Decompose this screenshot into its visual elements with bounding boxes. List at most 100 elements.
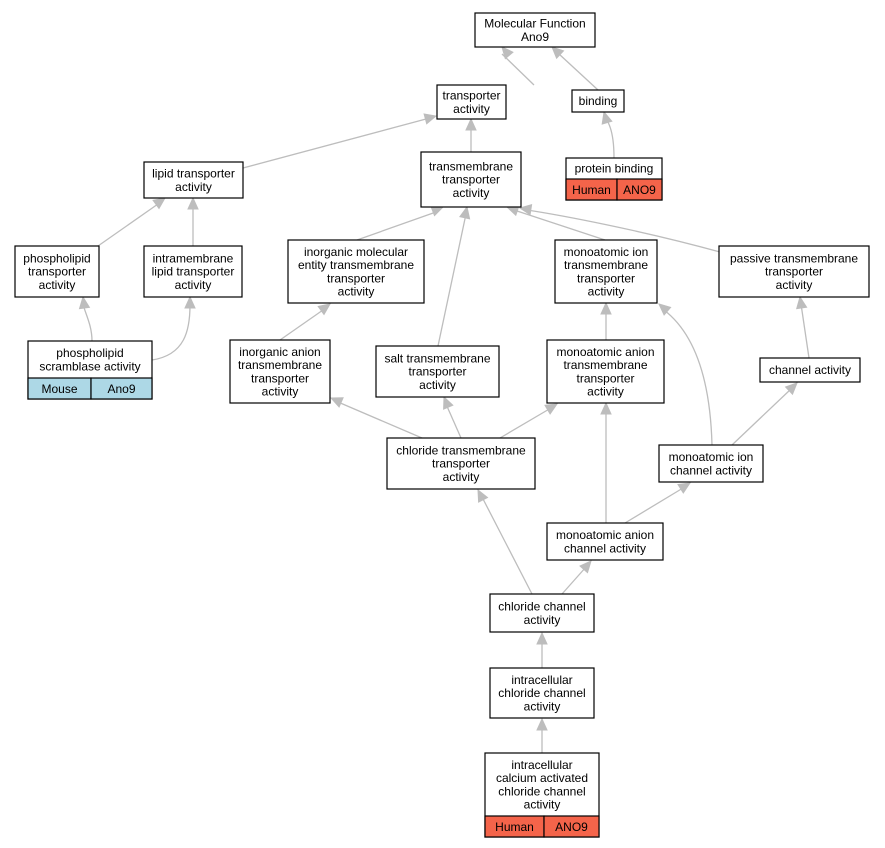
node-box	[658, 444, 764, 483]
node-channel-activity[interactable]: channel activity	[759, 357, 861, 383]
node-label-line: activity	[524, 798, 561, 812]
gene-badge: Ano9	[107, 382, 135, 396]
node-label-line: protein binding	[575, 162, 654, 176]
node-box	[14, 245, 100, 298]
arrowhead-7	[430, 205, 445, 217]
edge-24	[561, 566, 587, 595]
node-monoatomic-ion-tm[interactable]: monoatomic iontransmembranetransporterac…	[554, 239, 658, 304]
node-label-line: Ano9	[521, 30, 549, 44]
node-label-line: transmembrane	[429, 159, 513, 173]
node-box	[436, 84, 507, 120]
arrowhead-26	[536, 717, 548, 731]
arrowhead-25	[536, 631, 548, 645]
node-binding[interactable]: binding	[571, 89, 625, 113]
node-label-line: lipid transporter	[152, 265, 235, 279]
node-label-line: activity	[443, 470, 480, 484]
edge-12	[279, 309, 324, 341]
gene-badge: ANO9	[623, 183, 656, 197]
node-label-line: chloride channel	[498, 686, 585, 700]
arrowhead-23	[477, 488, 489, 503]
node-box	[489, 593, 595, 633]
species-badge: Human	[495, 820, 534, 834]
node-label-line: transporter	[442, 89, 500, 103]
edge-23	[481, 496, 533, 595]
arrowhead-4	[423, 113, 438, 125]
node-label-line: scramblase activity	[39, 359, 140, 373]
node-label-line: phospholipid	[23, 251, 90, 265]
arrowhead-15	[796, 295, 808, 310]
node-label-line: intramembrane	[153, 251, 234, 265]
arrowhead-17	[329, 397, 344, 408]
node-label-line: channel activity	[769, 363, 851, 377]
node-box	[143, 161, 244, 199]
arrowhead-0	[501, 46, 514, 60]
arrowhead-22	[677, 482, 692, 494]
node-label-line: transmembrane	[563, 358, 647, 372]
node-label-line: chloride channel	[498, 600, 585, 614]
edge-17	[337, 401, 423, 439]
arrowhead-20	[658, 303, 672, 316]
arrowhead-1	[551, 46, 565, 60]
edges	[78, 46, 810, 753]
arrowhead-21	[600, 401, 612, 415]
edge-4	[242, 118, 427, 169]
node-label-line: activity	[419, 378, 456, 392]
node-box	[143, 245, 243, 298]
node-inorganic-anion[interactable]: inorganic aniontransmembranetransportera…	[229, 339, 331, 404]
node-label-line: activity	[524, 613, 561, 627]
node-label-line: inorganic molecular	[304, 245, 408, 259]
node-label-line: transmembrane	[238, 358, 322, 372]
gene-badge-cell	[616, 178, 663, 201]
node-box	[546, 339, 665, 404]
arrowhead-3	[601, 110, 613, 125]
node-label-line: chloride channel	[498, 784, 585, 798]
node-label-line: activity	[453, 186, 490, 200]
node-label-line: transporter	[576, 371, 634, 385]
node-box	[287, 239, 425, 304]
arrowhead-13	[459, 205, 471, 220]
node-chloride-tm[interactable]: chloride transmembranetransporteractivit…	[386, 437, 536, 490]
edge-18	[499, 407, 552, 439]
node-label-line: entity transmembrane	[298, 258, 414, 272]
edge-9	[526, 209, 721, 253]
edge-22	[624, 487, 684, 524]
arrowhead-12	[317, 303, 331, 316]
edge-5	[97, 203, 159, 247]
node-label-line: activity	[588, 285, 625, 299]
node-label-line: binding	[579, 94, 618, 108]
edge-10	[82, 303, 93, 342]
node-label-line: inorganic anion	[239, 345, 320, 359]
node-box	[718, 245, 870, 298]
node-label-line: transporter	[442, 173, 500, 187]
arrowhead-18	[544, 403, 559, 415]
arrowhead-2	[465, 117, 477, 131]
node-label-line: activity	[587, 385, 624, 399]
node-label-line: chloride transmembrane	[396, 443, 526, 457]
node-box	[571, 89, 625, 113]
arrowhead-24	[579, 560, 592, 574]
edge-13	[437, 213, 467, 347]
node-monoatomic-anion-tm[interactable]: monoatomic aniontransmembranetransporter…	[546, 339, 665, 404]
node-label-line: activity	[39, 278, 76, 292]
node-label-line: transporter	[251, 371, 309, 385]
node-label-line: transporter	[765, 265, 823, 279]
gene-badge: ANO9	[555, 820, 588, 834]
node-box	[554, 239, 658, 304]
arrowhead-10	[78, 295, 91, 310]
